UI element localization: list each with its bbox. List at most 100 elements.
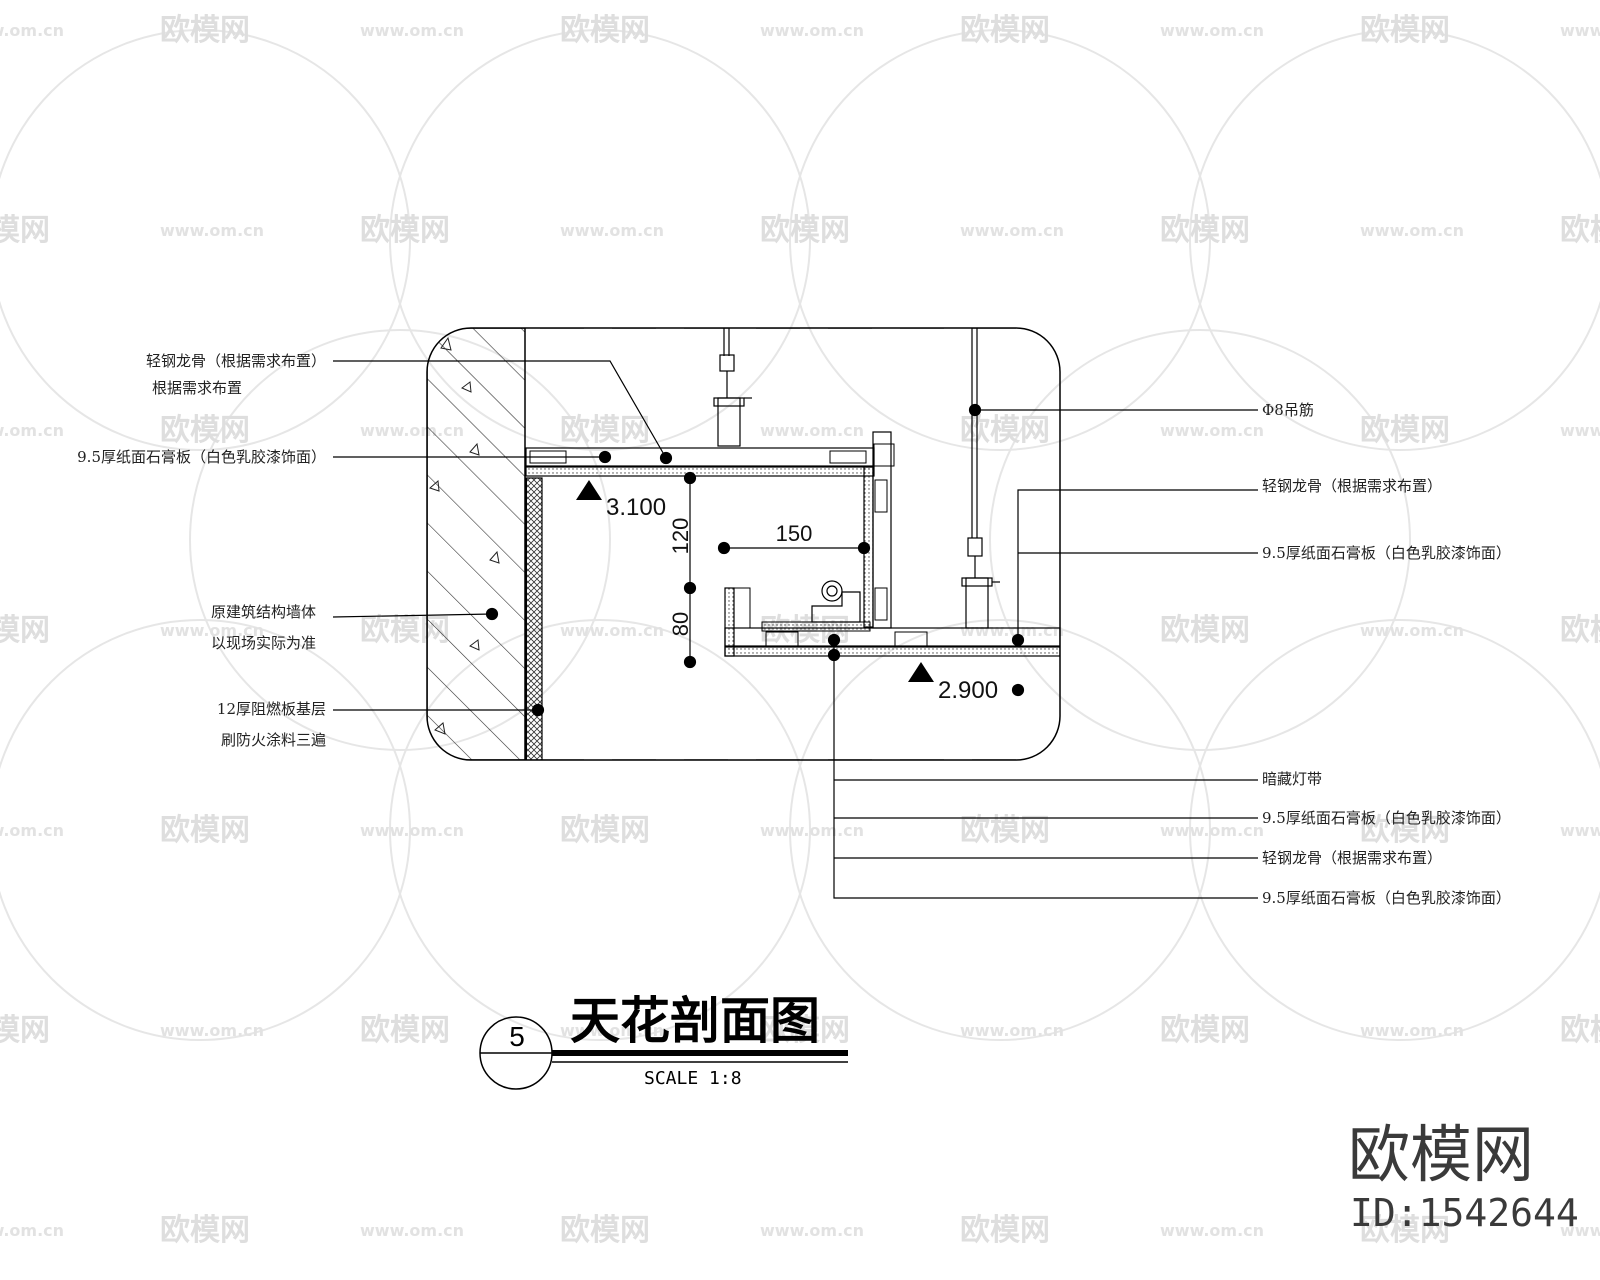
watermark-url: www.om.cn [1160,421,1264,440]
note-right-7: 9.5厚纸面石膏板（白色乳胶漆饰面） [1262,889,1511,907]
watermark-url: www.om.cn [360,1221,464,1240]
brand-block: 欧模网 ID:1542644 [1348,1118,1579,1235]
hidden-light-strip [811,580,861,623]
watermark-brand: 欧模网 [760,1013,850,1048]
elevation-lower: 2.900 [938,677,998,704]
watermark-brand: 欧模网 [0,213,50,248]
watermark-brand: 欧模网 [560,13,650,48]
note-left-1-line2: 根据需求布置 [152,379,242,397]
watermark-brand: 欧模网 [960,813,1050,848]
left-leaders [332,360,673,717]
watermark-url: www.om.cn [1560,21,1600,40]
watermark-brand: 欧模网 [1560,213,1600,248]
structural-wall [427,328,526,760]
note-left-3-line1: 原建筑结构墙体 [211,603,316,621]
watermark-brand: 欧模网 [1360,413,1450,448]
note-right-1: Φ8吊筋 [1262,401,1314,419]
right-leaders [827,403,1258,899]
watermark-brand: 欧模网 [1160,213,1250,248]
section-boundary [426,327,1061,761]
watermark-url: www.om.cn [1360,221,1464,240]
watermark-brand: 欧模网 [960,13,1050,48]
watermark-url: www.om.cn [160,221,264,240]
watermark-brand: 欧模网 [1360,13,1450,48]
watermark-brand: 欧模网 [1160,1013,1250,1048]
note-right-5: 9.5厚纸面石膏板（白色乳胶漆饰面） [1262,809,1511,827]
left-notes: 轻钢龙骨（根据需求布置） 根据需求布置 9.5厚纸面石膏板（白色乳胶漆饰面） 原… [77,352,326,749]
watermark-brand: 欧模网 [160,413,250,448]
watermark-url: www.om.cn [1360,621,1464,640]
trough-wall [724,587,735,657]
watermark-url: www.om.cn [1160,1221,1264,1240]
hanger-rods [713,328,1000,629]
ceiling-section [427,328,1060,760]
drawing-scale: SCALE 1:8 [644,1068,742,1089]
watermark-brand: 欧模网 [960,413,1050,448]
watermark-brand: 欧模网 [160,1213,250,1248]
note-right-2: 轻钢龙骨（根据需求布置） [1262,477,1442,495]
right-notes: Φ8吊筋 轻钢龙骨（根据需求布置） 9.5厚纸面石膏板（白色乳胶漆饰面） 暗藏灯… [1262,401,1511,907]
detail-number: 5 [509,1021,525,1052]
watermark-url: www.om.cn [1560,821,1600,840]
watermark-url: www.om.cn [760,1221,864,1240]
brand-id: ID:1542644 [1350,1191,1579,1235]
drawing-title: 天花剖面图 [570,992,820,1050]
watermark-url: www.om.cn [1560,1221,1600,1240]
title-block: 5 天花剖面图 SCALE 1:8 [479,992,848,1090]
watermark-brand: 欧模网 [360,213,450,248]
dim-vertical-upper: 120 [668,518,693,555]
watermark-url: www.om.cn [560,221,664,240]
watermark-url: www.om.cn [0,421,64,440]
watermark-url: www.om.cn [1160,21,1264,40]
watermark-brand: 欧模网 [160,813,250,848]
watermark-url: www.om.cn [360,821,464,840]
watermark-layer: 欧模网 www.om.cn 欧模网 www.om.cn 欧模网 www.om.cn 欧模网 w… [0,13,1600,1248]
note-right-6: 轻钢龙骨（根据需求布置） [1262,849,1442,867]
watermark-url: www.om.cn [0,1221,64,1240]
dim-horizontal: 150 [776,521,813,546]
watermark-brand: 欧模网 [160,13,250,48]
watermark-brand: 欧模网 [560,813,650,848]
brand-name: 欧模网 [1348,1118,1534,1191]
watermark-url: www.om.cn [1560,421,1600,440]
watermark-brand: 欧模网 [760,213,850,248]
watermark-brand: 欧模网 [1560,613,1600,648]
watermark-url: www.om.cn [560,621,664,640]
watermark-brand: 欧模网 [1160,613,1250,648]
note-left-3-line2: 以现场实际为准 [211,634,316,652]
note-left-4-line2: 刷防火涂料三遍 [221,731,326,749]
watermark-url: www.om.cn [760,421,864,440]
watermark-brand: 欧模网 [360,1013,450,1048]
watermark-url: www.om.cn [1360,1021,1464,1040]
note-left-2: 9.5厚纸面石膏板（白色乳胶漆饰面） [77,448,326,466]
dimension-lines [683,471,871,669]
watermark-url: www.om.cn [1160,821,1264,840]
watermark-brand: 欧模网 [1360,813,1450,848]
fireproof-board [525,477,543,760]
lower-gypsum-board [724,646,1060,657]
note-right-4: 暗藏灯带 [1262,770,1322,788]
watermark-url: www.om.cn [960,221,1064,240]
watermark-url: www.om.cn [360,21,464,40]
watermark-url: www.om.cn [160,621,264,640]
watermark-url: www.om.cn [960,621,1064,640]
watermark-brand: 欧模网 [960,1213,1050,1248]
note-left-1-line1: 轻钢龙骨（根据需求布置） [146,352,326,370]
watermark-url: www.om.cn [960,1021,1064,1040]
watermark-arcs [0,29,1600,1041]
watermark-brand: 欧模网 [1360,1213,1450,1248]
wall-aggregate [429,336,500,735]
watermark-brand: 欧模网 [0,1013,50,1048]
watermark-brand: 欧模网 [1560,1013,1600,1048]
elevation-markers [576,480,934,682]
watermark-brand: 欧模网 [560,1213,650,1248]
watermark-brand: 欧模网 [0,613,50,648]
watermark-url: www.om.cn [560,1021,664,1040]
watermark-url: www.om.cn [0,21,64,40]
watermark-url: www.om.cn [160,1021,264,1040]
note-right-3: 9.5厚纸面石膏板（白色乳胶漆饰面） [1262,544,1511,562]
elevation-upper: 3.100 [606,494,666,521]
dim-vertical-lower: 80 [668,612,693,636]
watermark-brand: 欧模网 [560,413,650,448]
